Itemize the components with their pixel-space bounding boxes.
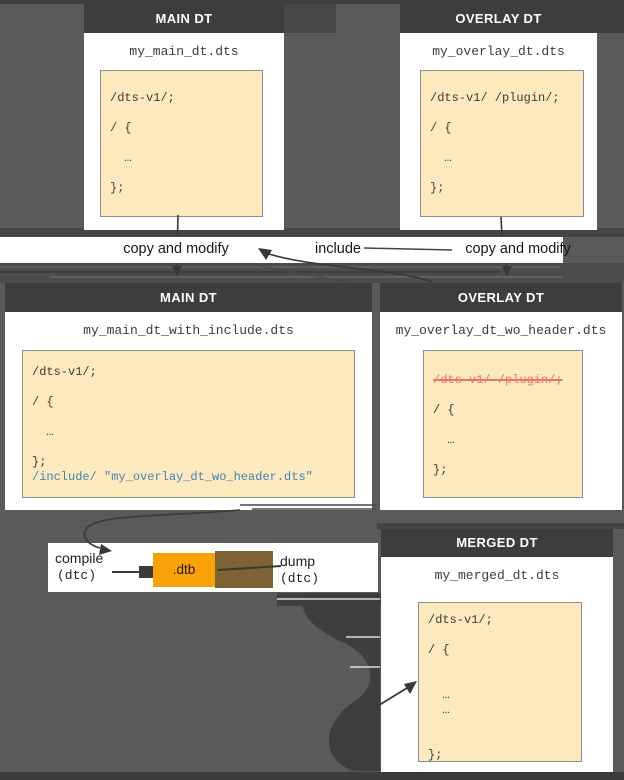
card-header-merged-dt: MERGED DT	[381, 529, 613, 557]
streak-line	[0, 266, 560, 268]
code-box-main-dt: /dts-v1/; / { … };	[100, 70, 263, 217]
label-compile: compile (dtc)	[55, 550, 103, 584]
code-text-main-dt: /dts-v1/; / { … };	[110, 91, 175, 195]
card-header-overlay-wo-header: OVERLAY DT	[380, 283, 622, 312]
top-edge-strip	[0, 0, 624, 4]
code-text-overlay-dt: /dts-v1/ /plugin/; / { … };	[430, 91, 560, 195]
compile-tool-text: (dtc)	[57, 568, 97, 583]
file-title-main-dt-include: my_main_dt_with_include.dts	[83, 323, 294, 338]
dump-curve-blob	[302, 593, 380, 771]
dump-tool-text: (dtc)	[280, 571, 320, 586]
label-include: include	[315, 241, 361, 257]
label-copy-and-modify-left: copy and modify	[123, 241, 229, 257]
code-box-overlay-dt: /dts-v1/ /plugin/; / { … };	[420, 70, 584, 217]
code-box-merged-dt: /dts-v1/; / { … … };	[418, 602, 582, 762]
card-merged-dt: MERGED DT my_merged_dt.dts /dts-v1/; / {…	[381, 529, 613, 772]
code-text-overlay-wo-header: / { … };	[433, 403, 455, 477]
dump-text: dump	[280, 553, 316, 569]
file-title-merged-dt: my_merged_dt.dts	[434, 568, 560, 583]
label-copy-and-modify-right: copy and modify	[465, 241, 571, 257]
compile-text: compile	[55, 550, 104, 566]
code-text-merged-dt: /dts-v1/; / { … … };	[428, 613, 493, 762]
label-dump: dump (dtc)	[280, 553, 319, 587]
code-box-main-dt-include: /dts-v1/; / { … }; /include/ "my_overlay…	[22, 350, 355, 498]
code-removed-plugin-line: /dts-v1/ /plugin/;	[433, 373, 563, 387]
card-header-main-dt: MAIN DT	[84, 4, 284, 33]
card-overlay-dt-source: OVERLAY DT my_overlay_dt.dts /dts-v1/ /p…	[400, 4, 597, 230]
dtb-file-box: .dtb	[153, 553, 215, 587]
bottom-edge-strip	[0, 772, 624, 780]
card-overlay-dt-wo-header: OVERLAY DT my_overlay_dt_wo_header.dts /…	[380, 283, 622, 510]
code-include-directive: /include/ "my_overlay_dt_wo_header.dts"	[32, 470, 313, 484]
merged-top-strip	[377, 523, 624, 529]
top-right-block	[597, 0, 624, 33]
file-title-overlay-dt: my_overlay_dt.dts	[432, 44, 565, 59]
card-main-dt-source: MAIN DT my_main_dt.dts /dts-v1/; / { … }…	[84, 4, 284, 230]
dump-streak-block	[277, 593, 381, 606]
streak-line	[50, 276, 563, 278]
file-title-main-dt: my_main_dt.dts	[129, 44, 239, 59]
card-header-overlay-dt: OVERLAY DT	[400, 4, 597, 33]
card-main-dt-with-include: MAIN DT my_main_dt_with_include.dts /dts…	[5, 283, 372, 510]
dtb-shadow-block	[215, 551, 273, 588]
streak-line	[0, 271, 500, 273]
file-title-overlay-wo-header: my_overlay_dt_wo_header.dts	[395, 323, 607, 338]
row1-bottom-strip	[0, 228, 624, 237]
code-box-overlay-wo-header: /dts-v1/ /plugin/; / { … };	[423, 350, 583, 498]
code-text-main-dt-include: /dts-v1/; / { … };	[32, 365, 97, 469]
card-header-main-dt-include: MAIN DT	[5, 283, 372, 312]
